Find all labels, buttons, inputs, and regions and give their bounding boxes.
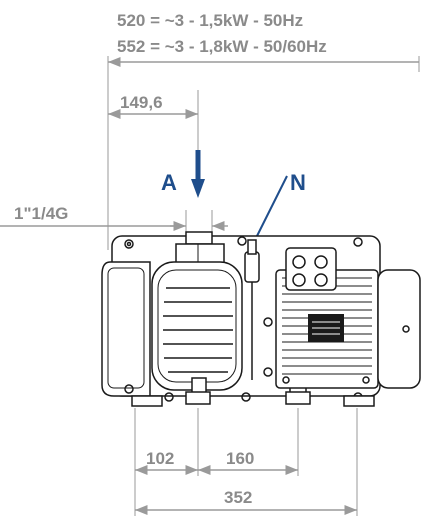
dimension-149-6: 149,6 <box>108 90 199 150</box>
thread-size-label: 1"1/4G <box>14 204 68 223</box>
dim-160-label: 160 <box>226 449 254 468</box>
dim-352-label: 352 <box>224 488 252 507</box>
pump-body <box>101 231 421 407</box>
inlet-callout: A <box>161 150 205 198</box>
exhaust-label: N <box>290 170 306 195</box>
bottom-dimensions: 102 160 352 <box>134 408 358 516</box>
dim-149-6-label: 149,6 <box>120 93 163 112</box>
model-520-label: 520 = ~3 - 1,5kW - 50Hz <box>117 11 303 30</box>
model-552-label: 552 = ~3 - 1,8kW - 50/60Hz <box>117 37 327 56</box>
dim-102-label: 102 <box>146 449 174 468</box>
exhaust-callout: N <box>256 170 306 237</box>
inlet-arrow-icon <box>191 179 205 198</box>
inlet-label: A <box>161 170 177 195</box>
overall-length-dimension <box>107 56 420 250</box>
